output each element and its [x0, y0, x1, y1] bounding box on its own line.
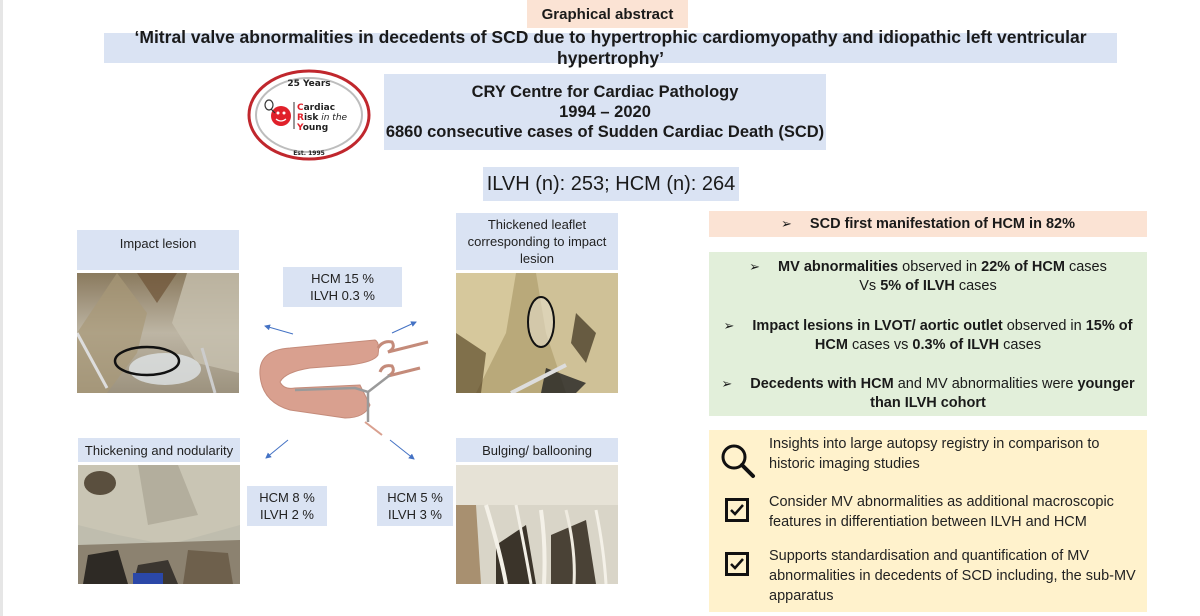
hcm-pct: HCM 8 %: [259, 490, 315, 505]
cry-logo: 25 Years Est. 1995 Cardiac Risk in the Y…: [247, 69, 371, 161]
conclusion-text: Insights into large autopsy registry in …: [769, 436, 1100, 472]
conclusion-text: Supports standardisation and quantificat…: [769, 548, 1136, 604]
photo-impact-lesion: [77, 273, 239, 393]
pct-bulging-ballooning: HCM 5 % ILVH 3 %: [377, 486, 453, 526]
magnifier-icon: [719, 442, 759, 482]
study-period: 1994 – 2020: [559, 103, 651, 121]
abstract-title: ‘Mitral valve abnormalities in decedents…: [104, 27, 1117, 68]
case-count: 6860 consecutive cases of Sudden Cardiac…: [385, 123, 825, 141]
photo-bulging-ballooning: [456, 465, 618, 584]
photo-thickened-leaflet: [456, 273, 618, 393]
caption-thickening-nodularity: Thickening and nodularity: [78, 438, 240, 462]
ilvh-pct: ILVH 2 %: [260, 507, 314, 522]
svg-text:25 Years: 25 Years: [287, 79, 330, 89]
svg-text:Young: Young: [296, 123, 328, 133]
ilvh-pct: ILVH 0.3 %: [310, 288, 375, 303]
page-border: [0, 0, 3, 616]
svg-text:Est. 1995: Est. 1995: [293, 150, 325, 157]
hcm-pct: HCM 5 %: [387, 490, 443, 505]
caption-bulging-ballooning: Bulging/ ballooning: [456, 438, 618, 462]
centre-info-box: CRY Centre for Cardiac Pathology 1994 – …: [384, 74, 826, 150]
finding-first-manifestation: ➢ SCD first manifestation of HCM in 82%: [709, 211, 1147, 237]
arrow-bullet-icon: ➢: [723, 318, 735, 333]
svg-text:Cardiac: Cardiac: [297, 103, 335, 113]
svg-text:Risk in the: Risk in the: [297, 113, 348, 123]
pct-thickening-nodularity: HCM 8 % ILVH 2 %: [247, 486, 327, 526]
finding-impact-lesions: ➢Impact lesions in LVOT/ aortic outlet o…: [723, 318, 1133, 353]
pct-impact-lesion: HCM 15 % ILVH 0.3 %: [283, 267, 402, 307]
hcm-pct: HCM 15 %: [311, 271, 374, 286]
cohort-counts: ILVH (n): 253; HCM (n): 264: [483, 167, 739, 201]
mitral-valve-schematic: [250, 310, 450, 460]
finding-text: SCD first manifestation of HCM in 82%: [809, 216, 1075, 232]
conclusions-box: Insights into large autopsy registry in …: [709, 430, 1147, 612]
photo-thickening-nodularity: [78, 465, 240, 584]
graphical-abstract-tag: Graphical abstract: [527, 0, 688, 28]
key-findings-box: ➢MV abnormalities observed in 22% of HCM…: [709, 252, 1147, 416]
caption-impact-lesion: Impact lesion: [77, 230, 239, 270]
arrow-bullet-icon: ➢: [781, 216, 792, 231]
finding-mv-abnormalities: ➢MV abnormalities observed in 22% of HCM…: [749, 259, 1107, 294]
arrow-icon: [264, 321, 417, 460]
checkbox-icon: [725, 498, 749, 522]
caption-thickened-leaflet: Thickened leaflet corresponding to impac…: [456, 213, 618, 270]
conclusion-text: Consider MV abnormalities as additional …: [769, 494, 1114, 530]
centre-name: CRY Centre for Cardiac Pathology: [471, 83, 739, 101]
finding-age: ➢Decedents with HCM and MV abnormalities…: [721, 376, 1135, 411]
checkbox-icon: [725, 552, 749, 576]
arrow-bullet-icon: ➢: [721, 376, 733, 391]
ilvh-pct: ILVH 3 %: [388, 507, 442, 522]
arrow-bullet-icon: ➢: [749, 259, 761, 274]
